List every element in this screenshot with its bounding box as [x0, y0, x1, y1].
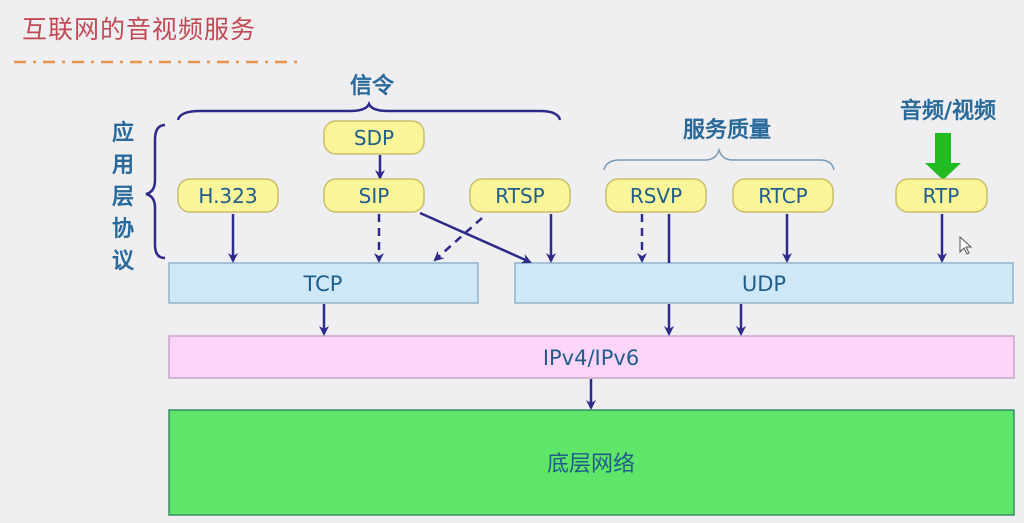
svg-text:UDP: UDP	[742, 272, 786, 296]
svg-text:层: 层	[112, 185, 134, 210]
protocol-sdp: SDP	[323, 120, 425, 155]
layer-network: 底层网络	[168, 409, 1015, 516]
protocol-rtsp: RTSP	[469, 178, 571, 213]
protocol-rsvp: RSVP	[605, 178, 707, 213]
signaling-label: 信令	[350, 73, 395, 99]
svg-text:IPv4/IPv6: IPv4/IPv6	[543, 346, 639, 370]
svg-text:SIP: SIP	[359, 184, 390, 208]
svg-text:应: 应	[112, 120, 134, 146]
arrows	[228, 155, 947, 410]
qos-label: 服务质量	[683, 118, 771, 143]
qos-brace	[603, 147, 835, 171]
svg-text:用: 用	[112, 153, 134, 178]
app-layer-label: 应 用 层 协 议	[112, 120, 135, 274]
audio-video-label: 音频/视频	[900, 98, 996, 124]
protocol-h323: H.323	[177, 178, 279, 213]
svg-text:RTP: RTP	[923, 184, 960, 208]
svg-text:H.323: H.323	[198, 184, 257, 208]
page-title: 互联网的音视频服务	[22, 15, 257, 44]
svg-text:底层网络: 底层网络	[547, 452, 635, 477]
mouse-cursor-icon	[959, 235, 973, 255]
arrow-sip-udp	[419, 211, 532, 264]
svg-text:SDP: SDP	[354, 126, 394, 150]
app-layer-brace	[145, 123, 166, 260]
svg-text:RTCP: RTCP	[758, 184, 808, 208]
svg-text:RSVP: RSVP	[630, 184, 682, 208]
protocol-rtcp: RTCP	[732, 178, 834, 213]
layer-ip: IPv4/IPv6	[168, 335, 1015, 379]
svg-text:协: 协	[112, 217, 134, 242]
svg-text:RTSP: RTSP	[495, 184, 544, 208]
svg-text:TCP: TCP	[303, 272, 343, 296]
layer-tcp: TCP	[168, 262, 479, 304]
svg-text:议: 议	[112, 249, 135, 274]
signaling-brace	[176, 100, 562, 121]
arrow-rtsp-tcp	[433, 217, 483, 262]
media-input-arrow	[925, 133, 961, 180]
layer-udp: UDP	[514, 262, 1014, 304]
protocol-rtp: RTP	[895, 178, 988, 213]
protocol-sip: SIP	[323, 178, 425, 213]
